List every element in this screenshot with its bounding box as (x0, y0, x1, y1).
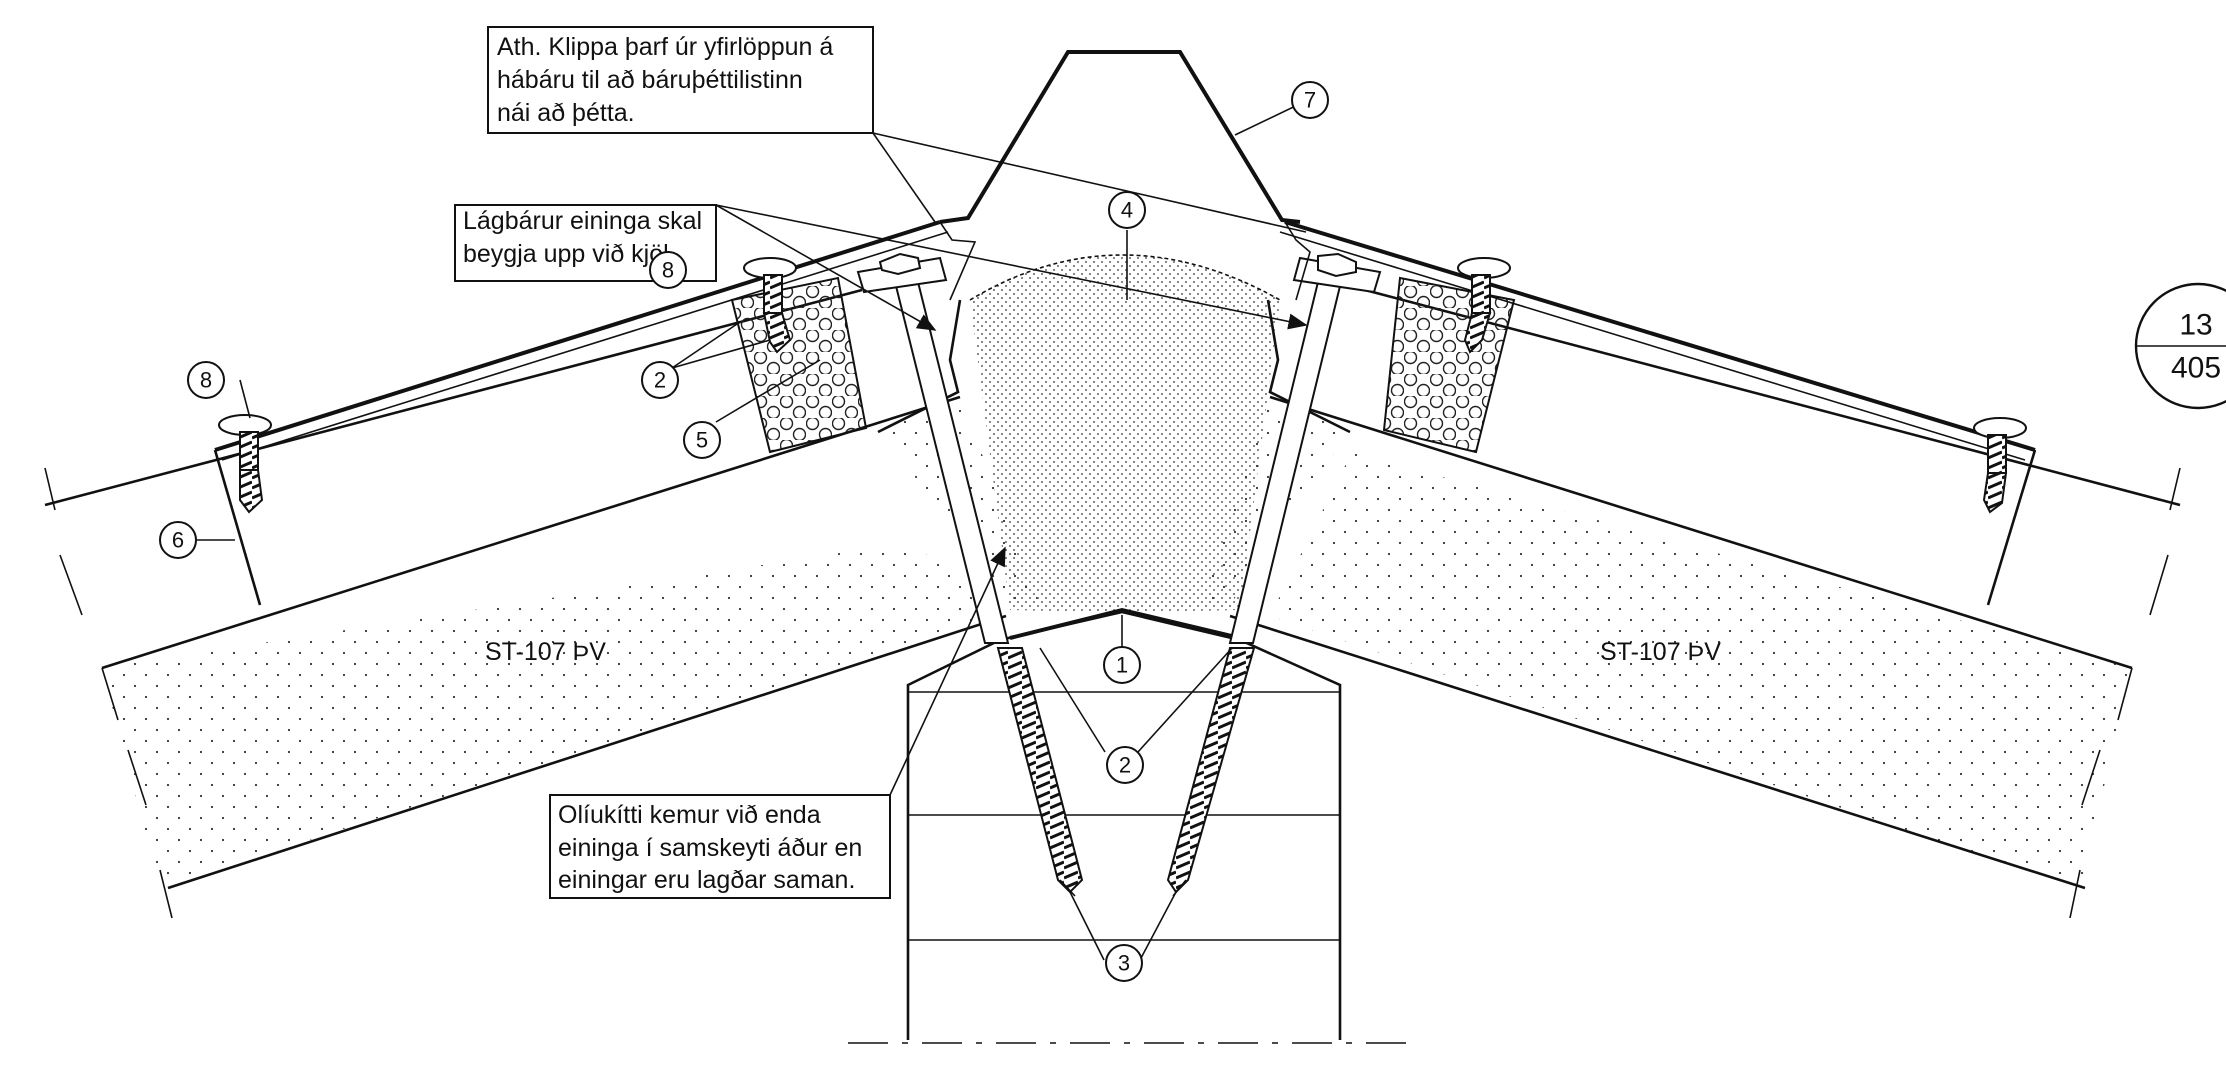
note-bend-up: Lágbárur eininga skal beygja upp við kjö… (454, 204, 717, 282)
callout-7-label: 7 (1304, 88, 1316, 113)
sheet-reference-bottom: 405 (2171, 352, 2221, 385)
callout-8-left: 8 (187, 361, 225, 399)
callout-3-label: 3 (1118, 951, 1130, 976)
ridge-cap (939, 50, 1301, 224)
ridge-screws (856, 252, 1382, 897)
callout-7: 7 (1291, 81, 1329, 119)
right-roof-panel (1229, 288, 2181, 919)
note-clip-line-3: nái að þétta. (497, 99, 635, 127)
callout-2-upper-label: 2 (654, 368, 666, 393)
note-oil-line-3: einingar eru lagðar saman. (558, 866, 855, 894)
callout-2-lower: 2 (1106, 746, 1144, 784)
note-oil-line-2: eininga í samskeyti áður en (558, 834, 862, 862)
screw-left-inner (743, 257, 797, 354)
note-clip-line-2: hábáru til að báruþéttilistinn (497, 66, 803, 94)
callout-6: 6 (159, 521, 197, 559)
callout-5: 5 (683, 421, 721, 459)
callout-4-label: 4 (1121, 198, 1133, 223)
callout-2-lower-label: 2 (1119, 753, 1131, 778)
callout-3: 3 (1105, 944, 1143, 982)
note-oil-putty: Olíukítti kemur við enda eininga í samsk… (549, 794, 891, 899)
callout-2-upper: 2 (641, 361, 679, 399)
note-oil-line-1: Olíukítti kemur við enda (558, 801, 821, 829)
ridge-beam (848, 607, 1410, 1044)
callout-1-label: 1 (1116, 653, 1128, 678)
note-bend-line-1: Lágbárur eininga skal (463, 207, 702, 235)
stitch-screws (218, 257, 2027, 514)
callout-8-upper: 8 (649, 251, 687, 289)
screw-right-inner (1457, 257, 1511, 354)
screw-left-outer (218, 414, 272, 514)
callout-1: 1 (1103, 646, 1141, 684)
callout-5-label: 5 (696, 428, 708, 453)
sheet-reference: 13 405 (2134, 282, 2226, 410)
panel-label-right: ST-107 ÞV (1600, 638, 1721, 666)
callout-6-label: 6 (172, 528, 184, 553)
left-roof-panel (44, 288, 1007, 919)
note-clip-overlap: Ath. Klippa þarf úr yfirlöppun á hábáru … (487, 26, 874, 134)
roof-sheeting (213, 220, 2037, 606)
screw-right-outer (1973, 417, 2027, 514)
callout-4: 4 (1108, 191, 1146, 229)
callout-8-left-label: 8 (200, 368, 212, 393)
callout-8-upper-label: 8 (662, 258, 674, 283)
panel-label-left: ST-107 ÞV (485, 638, 606, 666)
note-clip-line-1: Ath. Klippa þarf úr yfirlöppun á (497, 33, 833, 61)
note-bend-line-2: beygja upp við kjöl. (463, 240, 676, 268)
sheet-reference-top: 13 (2179, 309, 2212, 342)
